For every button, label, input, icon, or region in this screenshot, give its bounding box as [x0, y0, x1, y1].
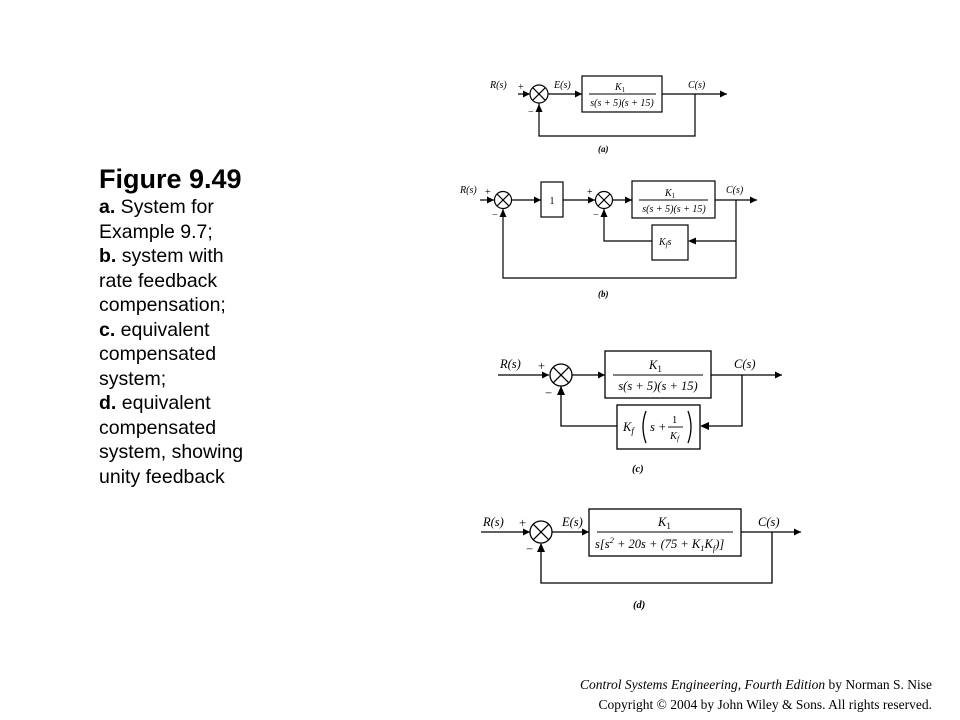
a-summing-junction: [529, 84, 549, 104]
b-summing-junction-2: [594, 190, 614, 210]
a-plus-sign: +: [518, 82, 524, 93]
diagram-a: [518, 75, 727, 137]
b-summing-junction-1: [493, 190, 513, 210]
b-gain-denominator: s(s + 5)(s + 15): [642, 204, 706, 215]
caption-line: b. system with: [99, 245, 224, 267]
c-output-label: C(s): [734, 357, 756, 371]
d-plus-sign: +: [519, 516, 526, 530]
caption-line: unity feedback: [99, 465, 225, 488]
b-feedback-arrowhead: [499, 209, 507, 217]
caption-line: compensated: [99, 416, 217, 439]
diagram-b: [480, 180, 757, 279]
c-minus-sign: −: [545, 386, 552, 400]
d-summing-junction: [529, 520, 553, 544]
b-plus-sign-1: +: [485, 187, 491, 198]
b-plus-sign-2: +: [587, 187, 593, 198]
copyright-notice: Copyright © 2004 by John Wiley & Sons. A…: [598, 697, 932, 712]
a-diagram-label: (a): [598, 144, 609, 154]
c-feedback-path-in: [706, 375, 743, 427]
copyright-footer: Control Systems Engineering, Fourth Edit…: [580, 675, 932, 715]
figure-caption: Figure 9.49 a. System for Example 9.7; b…: [99, 163, 309, 489]
c-feedback-path-out: [560, 386, 617, 427]
a-feedback-arrowhead: [535, 104, 543, 112]
d-gain-numerator: K1: [657, 515, 671, 531]
d-diagram-label: (d): [633, 600, 645, 611]
b-unity-feedback-path: [502, 209, 737, 279]
b-diagram-label: (b): [598, 289, 609, 299]
b-rate-path-out: [603, 209, 652, 242]
a-gain-denominator: s(s + 5)(s + 15): [590, 98, 654, 109]
book-credit: Control Systems Engineering, Fourth Edit…: [580, 677, 932, 692]
b-gain-numerator: K1: [664, 188, 676, 200]
a-minus-sign: −: [528, 107, 534, 118]
diagram-a-labels: R(s) + − E(s) K1 s(s + 5)(s + 15) C(s) (…: [489, 80, 706, 154]
diagram-c: [498, 350, 782, 450]
a-gain-numerator: K1: [614, 82, 626, 94]
caption-line: d. equivalent: [99, 392, 211, 414]
a-error-label: E(s): [553, 80, 571, 91]
a-output-label: C(s): [688, 80, 706, 91]
diagram-d: [481, 508, 801, 584]
d-minus-sign: −: [526, 542, 533, 556]
c-left-paren: [642, 410, 647, 444]
d-feedback-path: [540, 532, 773, 584]
c-plus-sign: +: [538, 359, 545, 373]
caption-line: Example 9.7;: [99, 220, 213, 243]
diagram-d-labels: R(s) + − E(s) K1 s[s2 + 20s + (75 + K1Kf…: [482, 515, 780, 611]
b-input-label: R(s): [459, 185, 477, 196]
b-output-label: C(s): [726, 185, 744, 196]
caption-line: a. System for: [99, 196, 214, 218]
a-feedback-path: [538, 94, 696, 137]
caption-line: compensation;: [99, 294, 226, 316]
c-gain-numerator: K1: [648, 358, 662, 374]
c-summing-junction: [549, 363, 573, 387]
diagram-c-labels: R(s) + − K1 s(s + 5)(s + 15) Kf s + 1 Kf…: [499, 357, 756, 475]
caption-line: compensated: [99, 343, 217, 365]
d-input-label: R(s): [482, 515, 504, 529]
caption-line: system;: [99, 367, 167, 390]
diagram-b-labels: R(s) + − 1 + − K1 s(s + 5)(s + 15) Kfs C…: [459, 185, 744, 299]
caption-line: rate feedback: [99, 269, 218, 292]
c-input-label: R(s): [499, 357, 521, 371]
b-rate-sum-arrowhead: [600, 209, 608, 217]
c-fb-one: 1: [672, 415, 677, 426]
c-feedback-arrowhead-in: [700, 422, 709, 430]
c-gain-denominator: s(s + 5)(s + 15): [618, 379, 697, 393]
b-minus-sign-2: −: [593, 210, 599, 221]
d-error-label: E(s): [561, 515, 583, 529]
b-rate-block: [651, 224, 689, 261]
b-rate-gain: Kfs: [658, 237, 672, 249]
c-feedback-arrowhead-out: [557, 386, 565, 395]
b-rate-arrowhead: [688, 237, 696, 245]
figure-title: Figure 9.49: [99, 164, 242, 194]
caption-line: c. equivalent: [99, 318, 210, 341]
c-diagram-label: (c): [632, 464, 644, 475]
d-gain-denominator: s[s2 + 20s + (75 + K1Kf)]: [595, 535, 724, 553]
c-fb-den: Kf: [669, 431, 680, 443]
d-feedback-arrowhead: [537, 543, 545, 552]
c-feedback-block: [616, 404, 701, 450]
d-output-label: C(s): [758, 515, 780, 529]
c-fb-gain: Kf: [622, 420, 635, 436]
c-fb-s-plus: s +: [650, 420, 666, 434]
a-input-label: R(s): [489, 80, 507, 91]
b-minus-sign-1: −: [492, 210, 498, 221]
caption-line: system, showing: [99, 441, 244, 463]
b-unity-label: 1: [550, 196, 555, 207]
c-right-paren: [687, 410, 692, 444]
